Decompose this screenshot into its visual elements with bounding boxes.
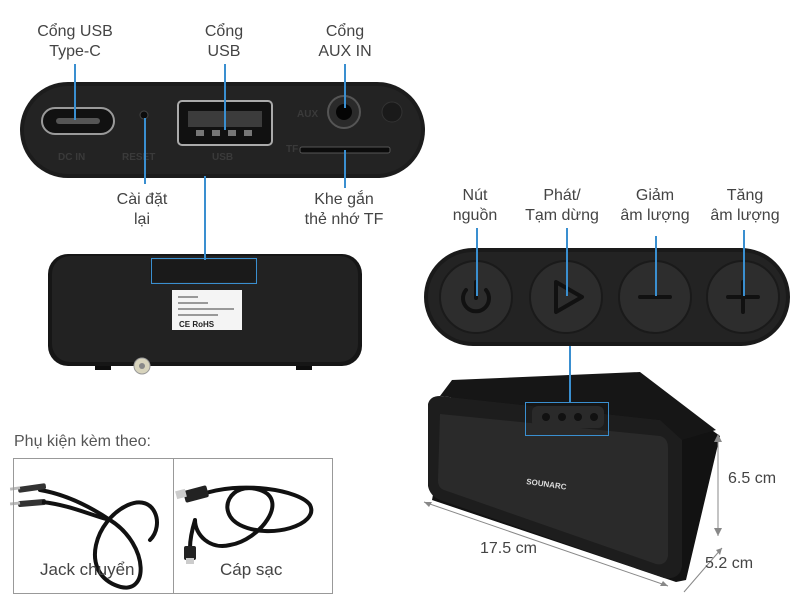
marking-dc-in: DC IN: [58, 152, 85, 163]
callout-line-vol-up: [743, 230, 745, 296]
highlight-box-buttons: [525, 402, 609, 436]
callout-line-aux: [344, 64, 346, 108]
dimension-height: 6.5 cm: [728, 470, 777, 487]
dimension-depth: 5.2 cm: [705, 555, 754, 572]
marking-aux: AUX: [297, 109, 318, 120]
callout-line-vol-down: [655, 236, 657, 296]
callout-line-panel: [204, 176, 206, 260]
label-play: Phát/Tạm dừng: [525, 187, 599, 224]
accessories-divider: [173, 458, 174, 594]
highlight-box-ports: [151, 258, 257, 284]
accessory-cable-label: Cáp sạc: [220, 560, 283, 579]
callout-line-usb-c: [74, 64, 76, 120]
callout-line-reset: [144, 118, 146, 184]
accessories-title: Phụ kiện kèm theo:: [14, 433, 151, 450]
dimension-width: 17.5 cm: [480, 540, 537, 557]
callout-line-play: [566, 228, 568, 296]
accessory-jack-label: Jack chuyển: [40, 560, 135, 579]
marking-tf: TF: [286, 144, 298, 155]
callout-line-buttons: [569, 346, 571, 402]
cert-marks: CE RoHS: [179, 320, 215, 329]
marking-reset: RESET: [122, 152, 155, 163]
callout-line-power: [476, 228, 478, 296]
callout-line-usb: [224, 64, 226, 130]
callout-line-tf: [344, 150, 346, 188]
marking-usb: USB: [212, 152, 233, 163]
